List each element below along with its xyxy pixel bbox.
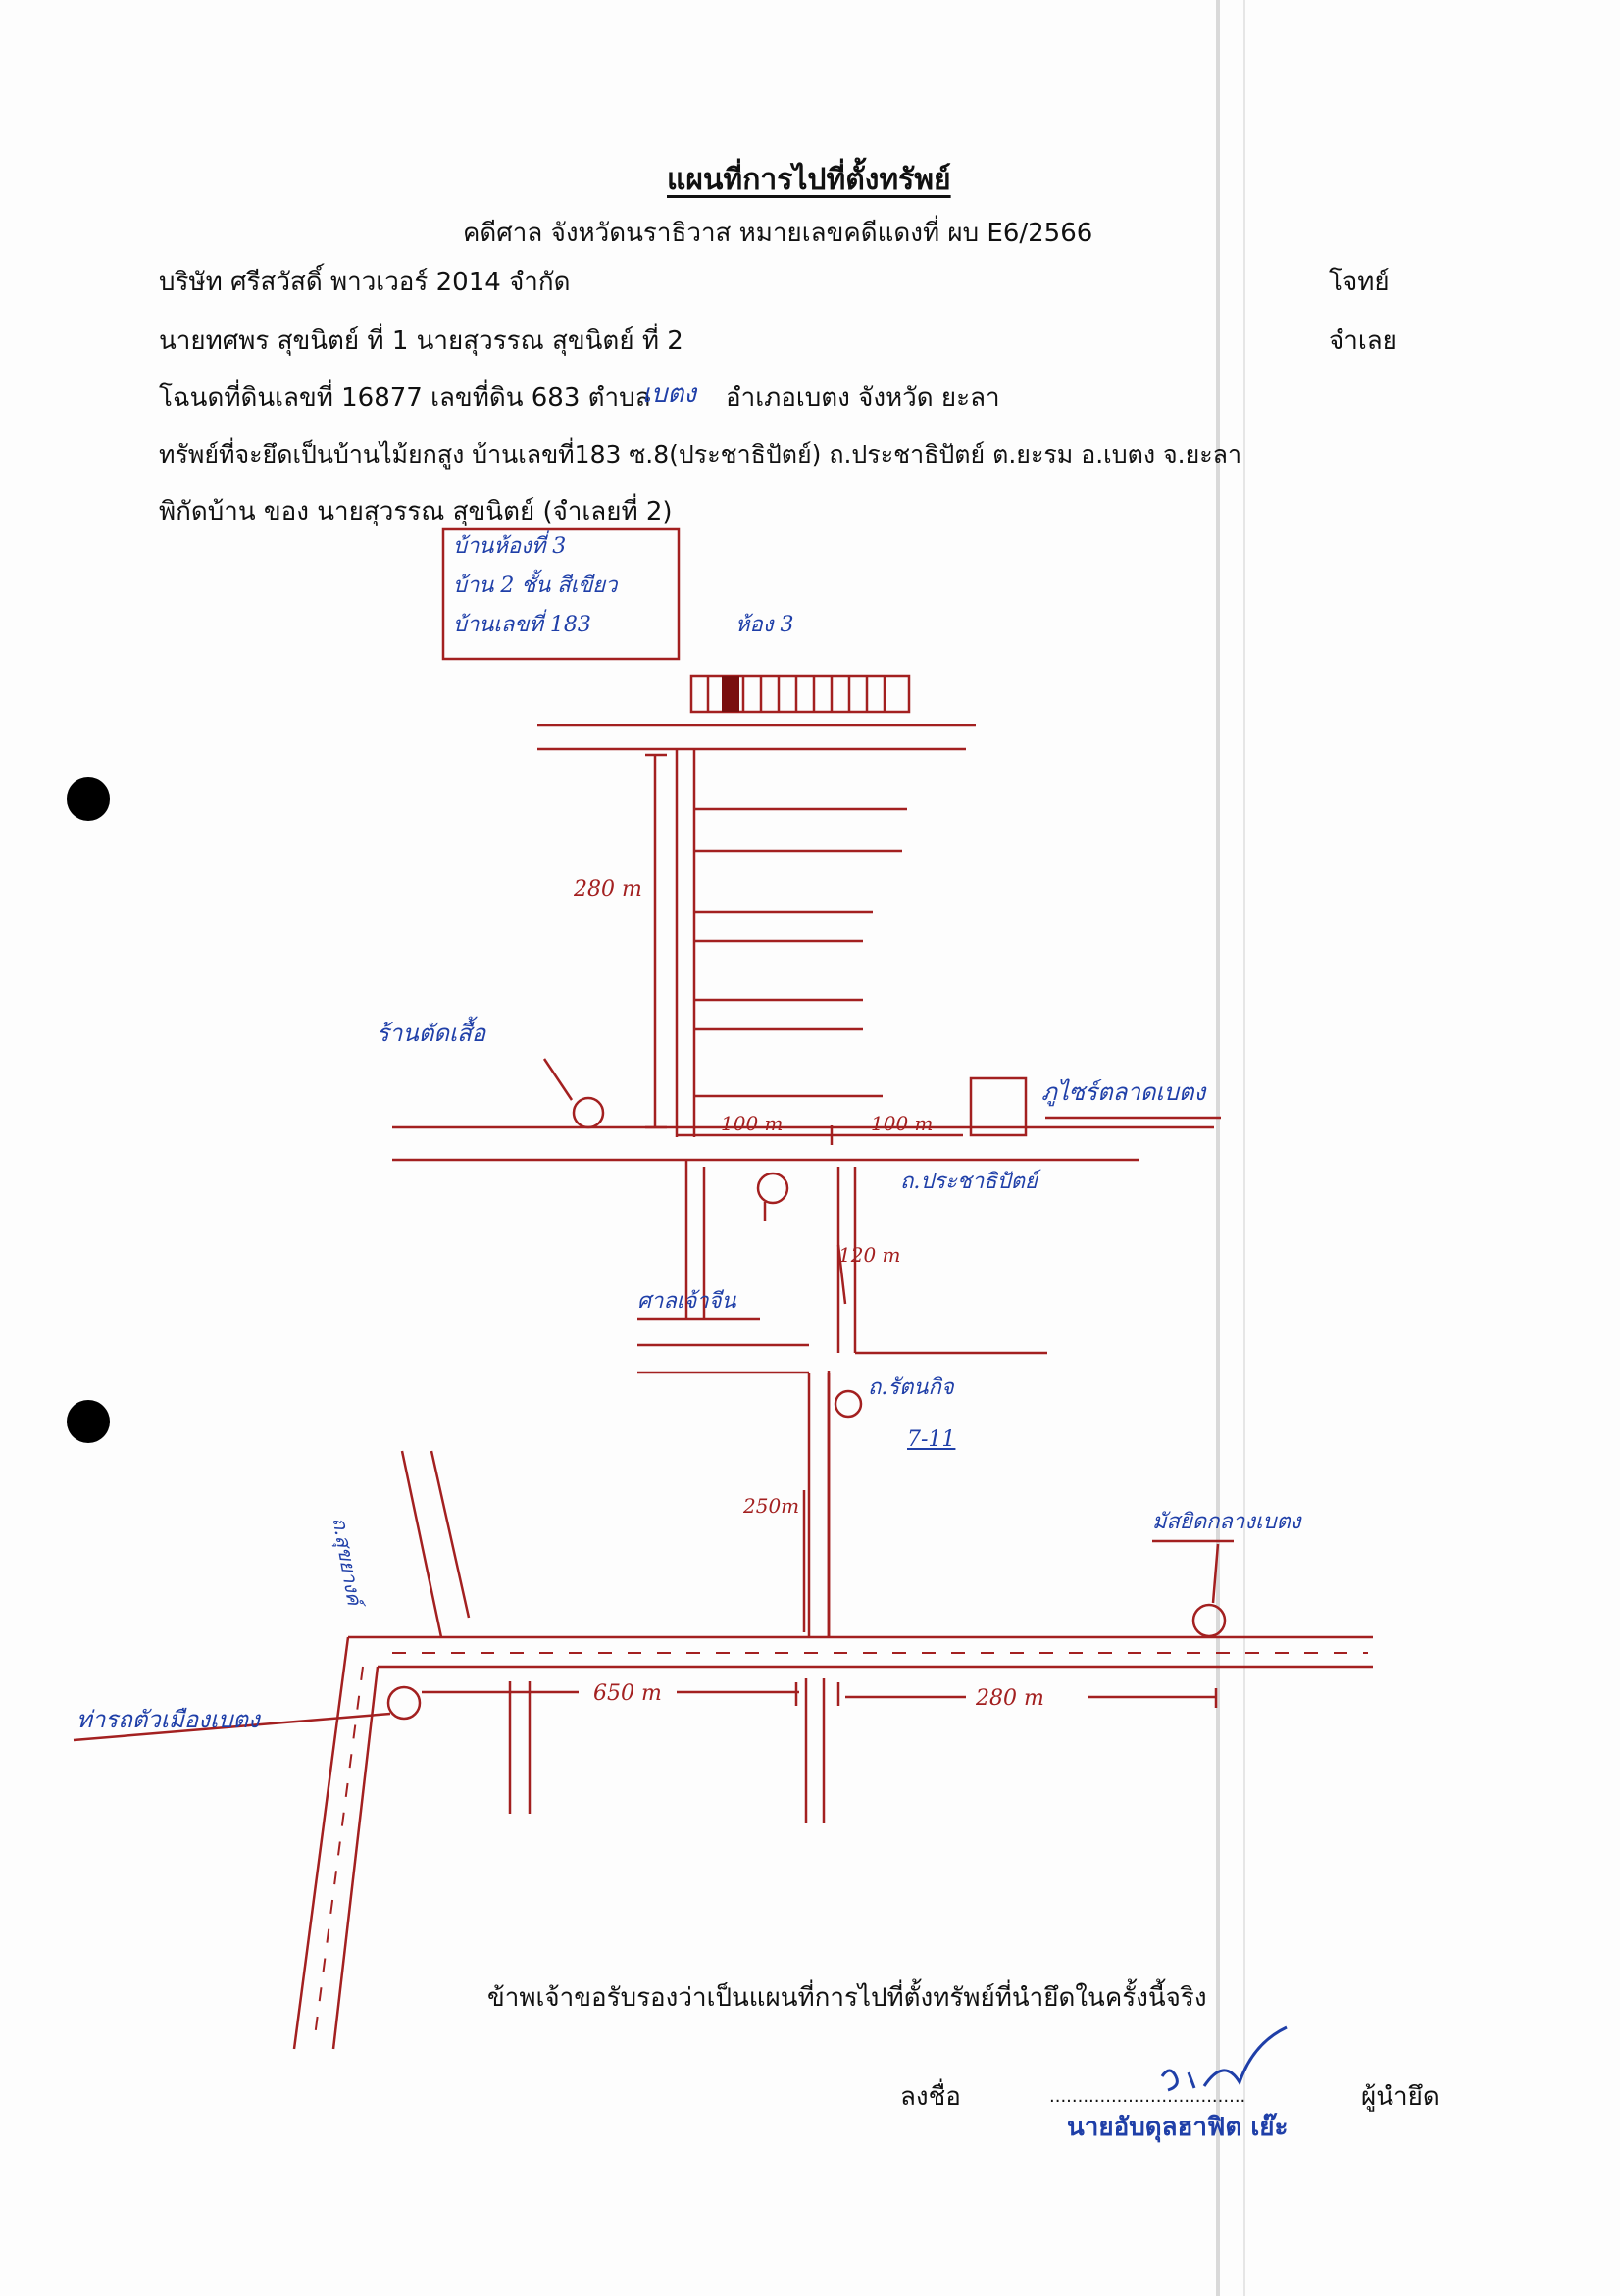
house-box-line-3: บ้านเลขที่ 183 (453, 613, 591, 637)
distance-label: 100 m (721, 1112, 784, 1135)
plaintiff-name: บริษัท ศรีสวัสดิ์ พาวเวอร์ 2014 จำกัด (159, 268, 571, 297)
deed-line-suffix: อำเภอเบตง จังหวัด ยะลา (726, 383, 1000, 413)
defendant-role: จำเลย (1329, 326, 1397, 356)
road-label: ถ.รัตนกิจ (868, 1375, 954, 1400)
house-info-box (441, 527, 681, 661)
coordinates-line: พิกัดบ้าน ของ นายสุวรรณ สุขนิตย์ (จำเลยท… (159, 497, 673, 526)
signer-role: ผู้นำยึด (1361, 2082, 1440, 2112)
seized-property-line: ทรัพย์ที่จะยึดเป็นบ้านไม้ยกสูง บ้านเลขที… (159, 440, 1242, 469)
fold-line (1216, 0, 1220, 2296)
page-title: แผนที่การไปที่ตั้งทรัพย์ (667, 163, 951, 197)
distance-label: 280 m (976, 1686, 1044, 1711)
deed-line-prefix: โฉนดที่ดินเลขที่ 16877 เลขที่ดิน 683 ตำบ… (159, 383, 651, 413)
distance-label: 250m (743, 1494, 800, 1518)
subdistrict-handwritten: เบตง (642, 379, 696, 409)
road-label: ถ.ประชาธิปัตย์ (900, 1170, 1038, 1194)
house-room-label: ห้อง 3 (735, 613, 794, 637)
target-house-marker (722, 676, 739, 712)
defendant-names: นายทศพร สุขนิตย์ ที่ 1 นายสุวรรณ สุขนิตย… (159, 326, 683, 356)
punch-hole (67, 1400, 110, 1443)
landmark-station-label: ภูไซร์ตลาดเบตง (1041, 1078, 1206, 1106)
distance-label: 120 m (838, 1243, 901, 1267)
landmark-7-eleven-label: 7-11 (907, 1427, 956, 1452)
house-box-line-1: บ้านห้องที่ 3 (453, 534, 567, 559)
landmark-shop-label: ร้านตัดเสื้อ (377, 1020, 486, 1047)
case-line: คดีศาล จังหวัดนราธิวาส หมายเลขคดีแดงที่ … (463, 219, 1093, 248)
punch-hole (67, 777, 110, 821)
signature-line: ................................... (1049, 2086, 1246, 2107)
distance-label: 650 m (593, 1681, 662, 1706)
landmark-hotel-label: ท่ารถตัวเมืองเบตง (76, 1706, 260, 1733)
signer-name-stamp: นายอับดุลฮาฟิต เย๊ะ (1067, 2113, 1289, 2142)
plaintiff-role: โจทย์ (1329, 268, 1390, 297)
landmark-shrine-label: ศาลเจ้าจีน (637, 1289, 736, 1314)
house-box-line-2: บ้าน 2 ชั้น สีเขียว (453, 574, 618, 598)
fold-line (1243, 0, 1245, 2296)
house-row (689, 674, 911, 714)
signature-label: ลงชื่อ (900, 2082, 961, 2112)
distance-label: 100 m (871, 1112, 934, 1135)
distance-label: 280 m (574, 877, 642, 902)
landmark-mosque-label: มัสยิดกลางเบตง (1152, 1510, 1301, 1534)
certification-statement: ข้าพเจ้าขอรับรองว่าเป็นแผนที่การไปที่ตั้… (487, 1983, 1207, 2013)
